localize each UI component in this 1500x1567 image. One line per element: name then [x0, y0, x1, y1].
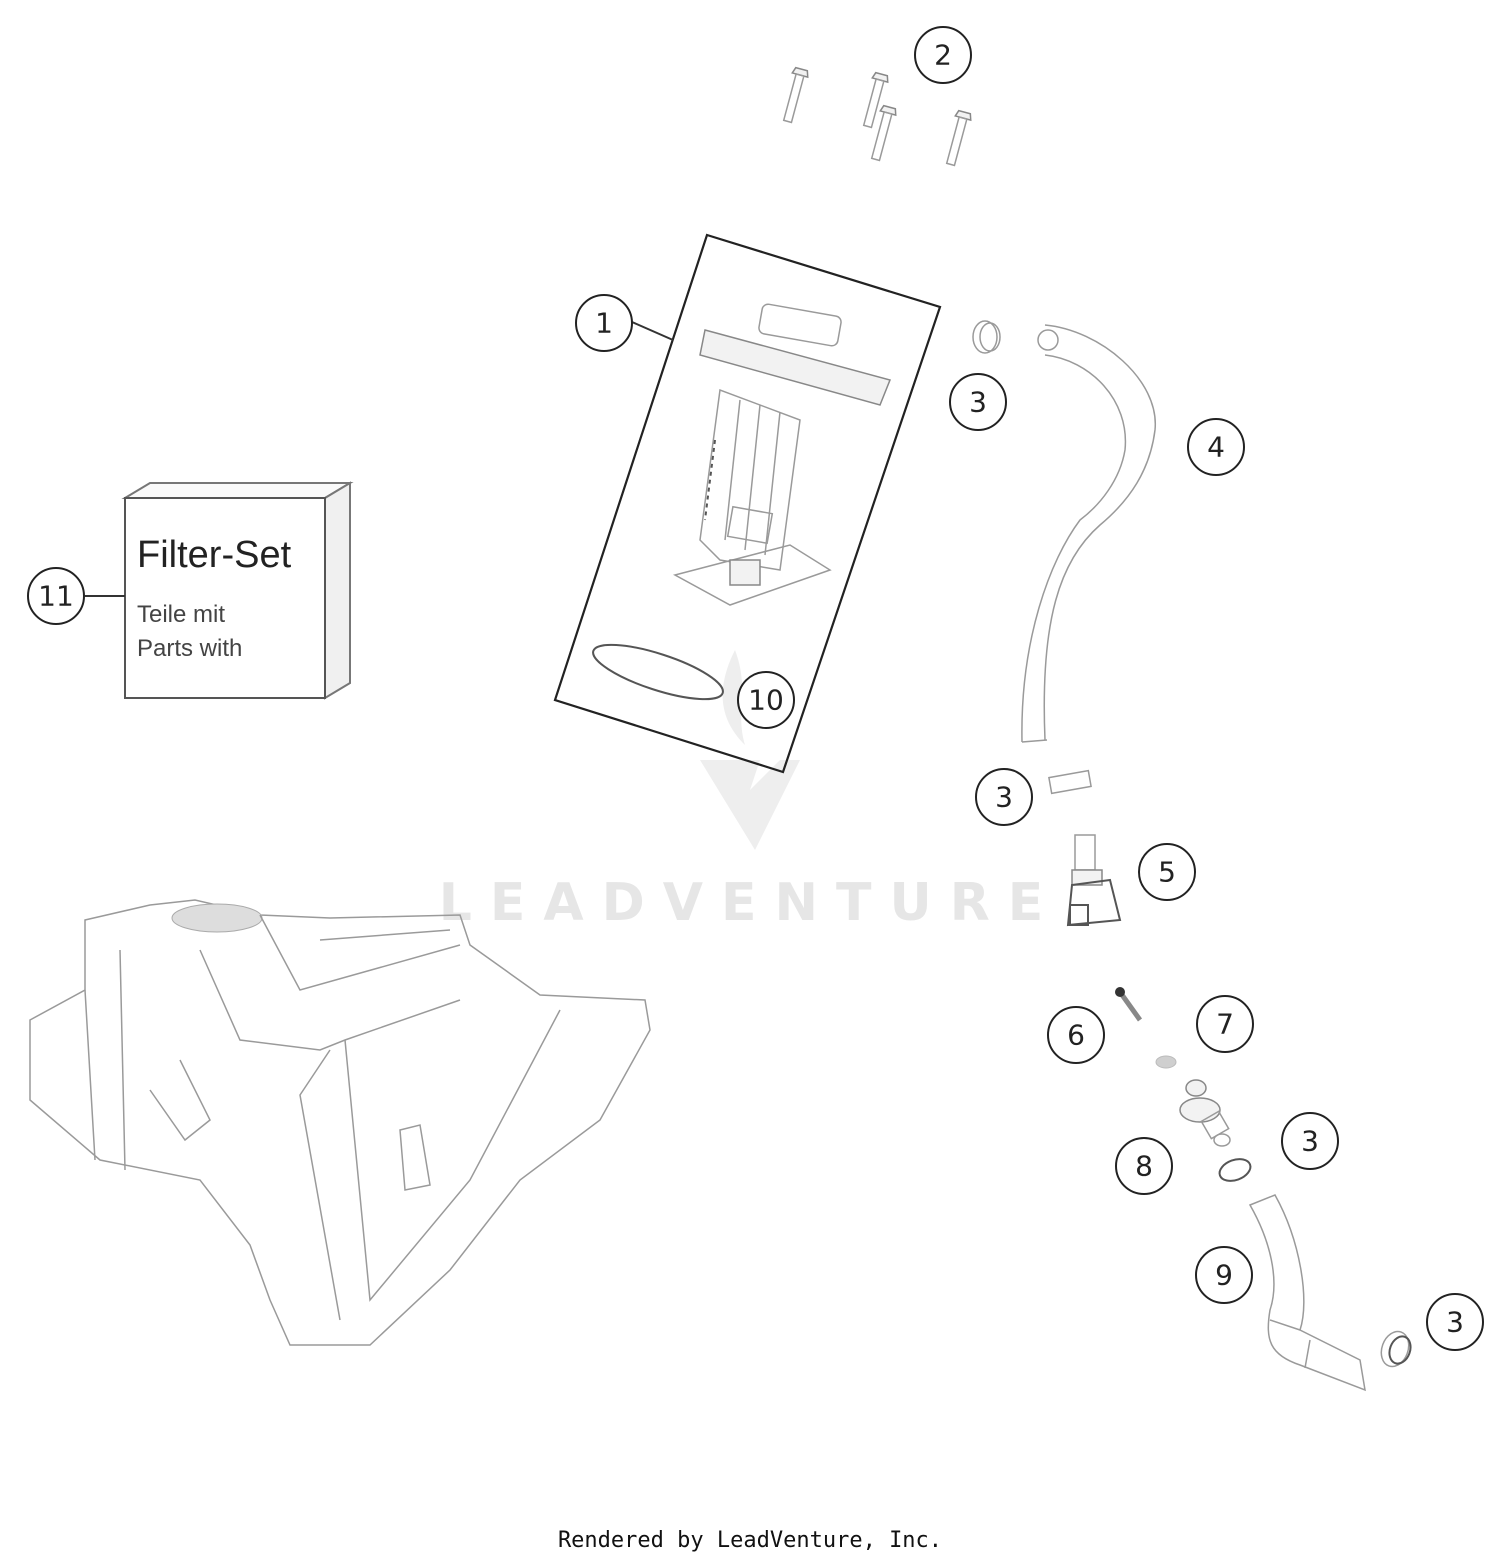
callout-7[interactable]: 7	[1196, 995, 1254, 1053]
svg-text:3: 3	[1446, 1306, 1464, 1339]
o-ring-part	[1155, 1055, 1177, 1069]
screws-part	[782, 66, 972, 167]
fuel-hose-part	[1021, 324, 1156, 743]
callout-8[interactable]: 8	[1115, 1137, 1173, 1195]
callout-3-lower[interactable]: 3	[1281, 1112, 1339, 1170]
svg-text:9: 9	[1215, 1259, 1233, 1292]
hose-part	[1248, 1194, 1366, 1392]
callout-1[interactable]: 1	[575, 294, 633, 352]
kit-frame	[553, 233, 942, 774]
fuel-tank-part	[29, 899, 651, 1346]
svg-text:1: 1	[595, 307, 613, 340]
hose-clamp-part-lower	[1218, 1158, 1252, 1182]
svg-text:2: 2	[934, 39, 952, 72]
svg-text:11: 11	[38, 580, 74, 613]
callout-3-bottom[interactable]: 3	[1426, 1293, 1484, 1351]
svg-text:4: 4	[1207, 431, 1225, 464]
callout-4[interactable]: 4	[1187, 418, 1245, 476]
callout-2[interactable]: 2	[914, 26, 972, 84]
callout-3-mid[interactable]: 3	[975, 768, 1033, 826]
pump-gasket-part	[592, 643, 724, 701]
svg-text:10: 10	[748, 684, 784, 717]
svg-text:3: 3	[995, 781, 1013, 814]
callout-9[interactable]: 9	[1195, 1246, 1253, 1304]
hose-clamp-part-top	[972, 320, 1001, 354]
watermark: LEADVENTURE	[439, 650, 1062, 933]
fitting-part	[1179, 1079, 1231, 1147]
svg-text:7: 7	[1216, 1008, 1234, 1041]
filter-set-box: Filter-Set Teile mit Parts with	[85, 481, 354, 700]
watermark-flame-icon	[722, 650, 745, 745]
hose-clamp-part-mid	[1048, 769, 1092, 795]
screw-part	[1115, 987, 1143, 1022]
svg-text:3: 3	[969, 386, 987, 419]
svg-text:8: 8	[1135, 1150, 1153, 1183]
svg-text:6: 6	[1067, 1019, 1085, 1052]
callout-5[interactable]: 5	[1138, 843, 1196, 901]
footer-credit: Rendered by LeadVenture, Inc.	[557, 1528, 943, 1553]
svg-text:3: 3	[1301, 1125, 1319, 1158]
leader-line-1	[631, 321, 674, 341]
callout-6[interactable]: 6	[1047, 1006, 1105, 1064]
quick-connector-part	[1066, 834, 1122, 927]
fuel-pump-kit	[553, 233, 942, 774]
filter-set-title: Filter-Set	[137, 534, 292, 576]
callout-10[interactable]: 10	[737, 671, 795, 729]
svg-text:5: 5	[1158, 856, 1176, 889]
callout-3-top[interactable]: 3	[949, 373, 1007, 431]
hose-clamp-part-bottom	[1380, 1330, 1412, 1368]
filter-set-line-1: Teile mit	[137, 601, 225, 628]
filter-set-line-2: Parts with	[137, 635, 242, 662]
watermark-text: LEADVENTURE	[439, 873, 1062, 933]
callout-11[interactable]: 11	[27, 567, 85, 625]
watermark-logo-icon	[700, 760, 800, 850]
